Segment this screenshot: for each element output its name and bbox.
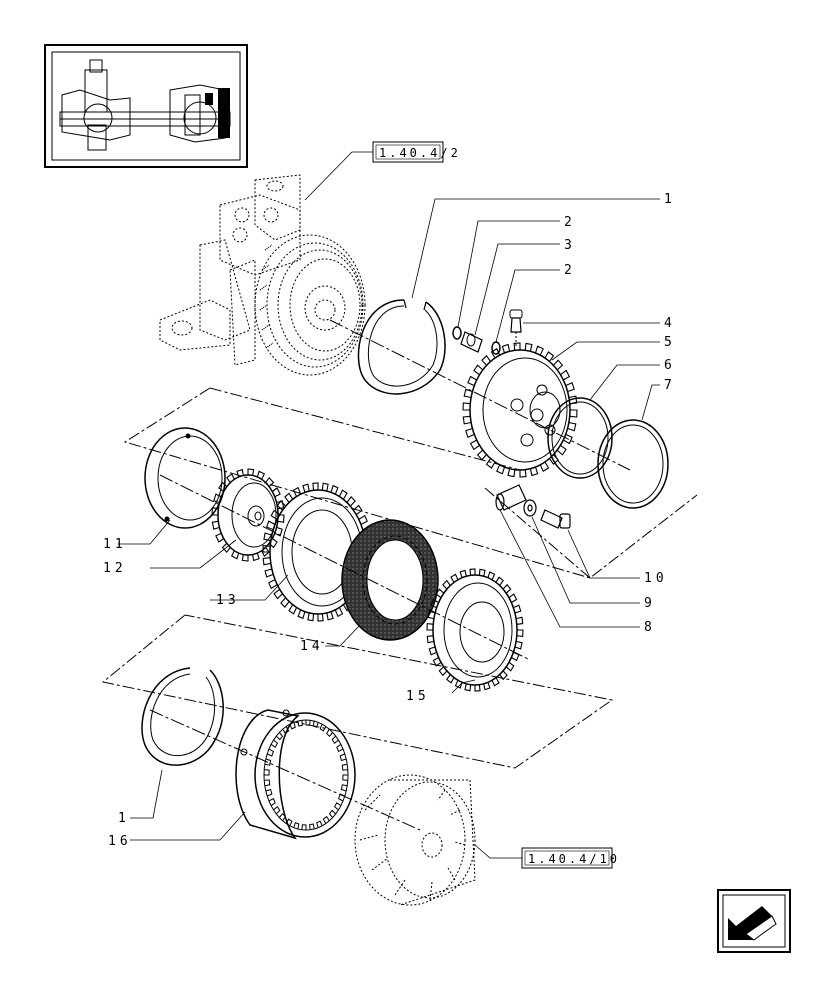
leader-lines (118, 151, 660, 859)
gear-15 (426, 568, 524, 692)
callout-snap-ring-bottom: 1 (118, 811, 130, 826)
callout-washer-9: 9 (644, 596, 656, 611)
assembly-axis-top (329, 319, 631, 471)
reference-box-knuckle[interactable]: 1.40.4/2 (372, 141, 461, 163)
planet-carrier-gear-5 (462, 342, 578, 478)
callout-screw-10: 10 (644, 571, 668, 586)
gear-teeth (426, 568, 524, 692)
assembly-axis-lower (149, 709, 421, 831)
gear-teeth (211, 468, 285, 562)
callout-ring-gear-16: 16 (108, 834, 132, 849)
o-ring-6 (547, 397, 613, 479)
o-ring-7 (597, 419, 669, 509)
callout-friction-disc-14: 14 (300, 639, 324, 654)
group-boundary-upper (123, 387, 698, 579)
callout-sun-gear-12: 12 (103, 561, 127, 576)
callout-carrier-5: 5 (664, 335, 676, 350)
ring-gear-16 (235, 709, 356, 840)
callout-o-ring-6: 6 (664, 358, 676, 373)
group-boundary-lower (101, 614, 614, 769)
callout-grease-fitting-4: 4 (664, 316, 676, 331)
previous-page-arrow-icon[interactable] (717, 889, 791, 953)
callout-bushing-3: 3 (564, 238, 576, 253)
reference-label-knuckle: 1.40.4/2 (379, 146, 461, 160)
callout-seal-2-top: 2 (564, 215, 576, 230)
steering-knuckle-housing (159, 174, 366, 376)
pin-parts (452, 309, 523, 355)
callout-gear-13: 13 (216, 593, 240, 608)
friction-disc-14 (341, 519, 439, 641)
sun-gear-12 (211, 468, 285, 562)
ring-gear-inner-teeth (264, 720, 348, 830)
axle-thumbnail-icon[interactable] (44, 44, 248, 168)
callout-pin-8: 8 (644, 620, 656, 635)
callout-snap-ring-top: 1 (664, 192, 676, 207)
callout-o-ring-7: 7 (664, 378, 676, 393)
bearing-ring-11 (144, 427, 226, 529)
snap-ring-1-top (357, 299, 446, 395)
snap-ring-1-bottom (141, 667, 224, 766)
callout-seal-2-mid: 2 (564, 263, 576, 278)
callout-gear-15: 15 (406, 689, 430, 704)
callout-ring-11: 11 (103, 537, 127, 552)
gear-teeth (462, 342, 578, 478)
pin-8-washer-9-screw-10 (495, 484, 571, 529)
knuckle-teeth (259, 244, 274, 349)
reference-box-hub[interactable]: 1.40.4/10 (521, 847, 620, 869)
reference-label-hub: 1.40.4/10 (528, 852, 620, 866)
wheel-hub (354, 774, 476, 906)
